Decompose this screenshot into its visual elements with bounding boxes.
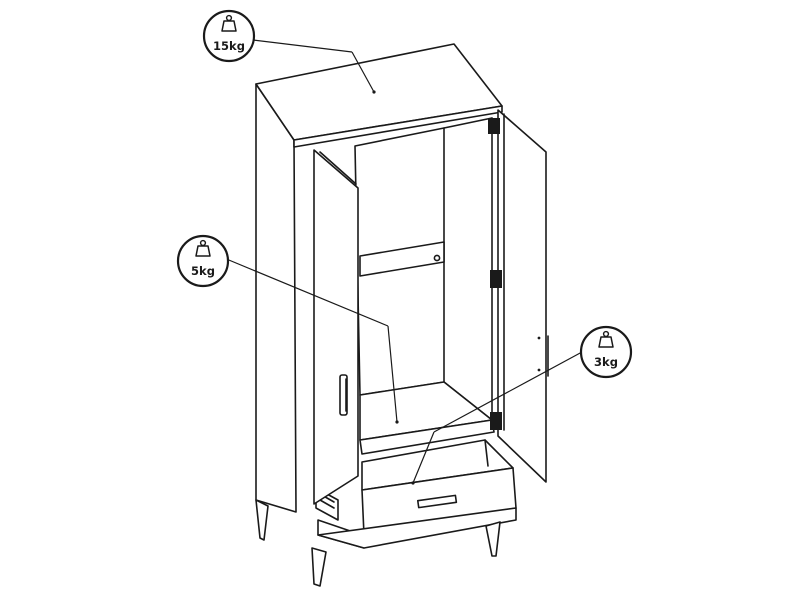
top-front-edge xyxy=(293,105,503,148)
leader-line-shelf xyxy=(387,325,398,423)
leader-line-top xyxy=(252,39,353,53)
hinge-bottom xyxy=(490,412,502,430)
left-side-panel xyxy=(255,83,297,513)
left-door-edge xyxy=(319,151,357,185)
leader-dot-shelf xyxy=(395,420,399,424)
runner-detail xyxy=(319,499,335,509)
left-door xyxy=(313,149,359,505)
weight-badge-top: 15kg xyxy=(202,9,256,63)
leader-dot-drawer xyxy=(411,481,415,485)
hanging-rail xyxy=(359,241,445,277)
weight-badge-shelf: 5kg xyxy=(176,234,230,288)
weight-label-top: 15kg xyxy=(213,39,245,53)
rail-screw xyxy=(433,254,441,262)
door-dot xyxy=(537,336,541,340)
right-door xyxy=(488,109,549,483)
leader-dot-top xyxy=(372,90,376,94)
plinth-front xyxy=(317,507,517,549)
weight-badge-drawer: 3kg xyxy=(579,325,633,379)
weight-label-shelf: 5kg xyxy=(191,264,215,278)
leg-front-right xyxy=(485,521,501,557)
drawer-handle xyxy=(416,494,458,509)
weight-label-drawer: 3kg xyxy=(594,355,618,369)
leader-line-shelf xyxy=(223,257,389,327)
leg-back-left xyxy=(255,499,269,541)
leader-line-top xyxy=(351,51,375,93)
shelf-front-edge xyxy=(359,419,495,455)
leg-front-left xyxy=(311,547,327,587)
weight-icon xyxy=(221,14,237,32)
door-dot xyxy=(537,368,541,372)
hinge-top xyxy=(488,118,500,134)
interior-top-edge xyxy=(443,117,493,129)
left-door-panel xyxy=(313,149,359,505)
wardrobe xyxy=(255,43,517,587)
right-door-panel xyxy=(497,109,547,483)
hinge-middle xyxy=(490,270,502,288)
weight-icon xyxy=(195,239,211,257)
leader-line-drawer xyxy=(433,351,583,433)
weight-icon xyxy=(598,330,614,348)
leader-line-drawer xyxy=(412,431,435,484)
drawer-back-edge xyxy=(484,439,489,467)
